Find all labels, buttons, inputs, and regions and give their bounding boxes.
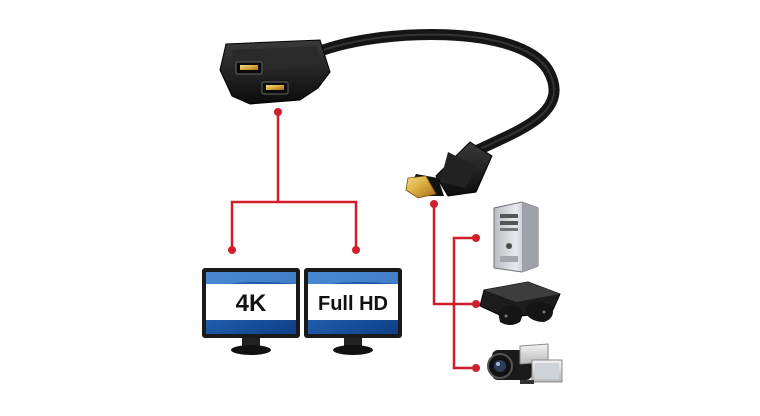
- desktop-tower-icon: [493, 201, 539, 273]
- splitter-dual-port-housing: [219, 39, 331, 105]
- monitor-full-hd: Full HD: [304, 268, 402, 355]
- connector-lines-to-monitors: [230, 112, 358, 250]
- monitor-4k: 4K: [202, 268, 300, 355]
- connector-lines-to-devices: [432, 204, 476, 370]
- gold-connector-tip: [405, 175, 437, 199]
- game-console-icon: [479, 281, 561, 325]
- hdmi-cable: [312, 29, 560, 156]
- monitor-label-4k: 4K: [236, 290, 267, 317]
- hdmi-male-plug: [405, 141, 493, 199]
- camcorder-icon: [487, 343, 563, 384]
- monitor-label-full-hd: Full HD: [318, 293, 388, 315]
